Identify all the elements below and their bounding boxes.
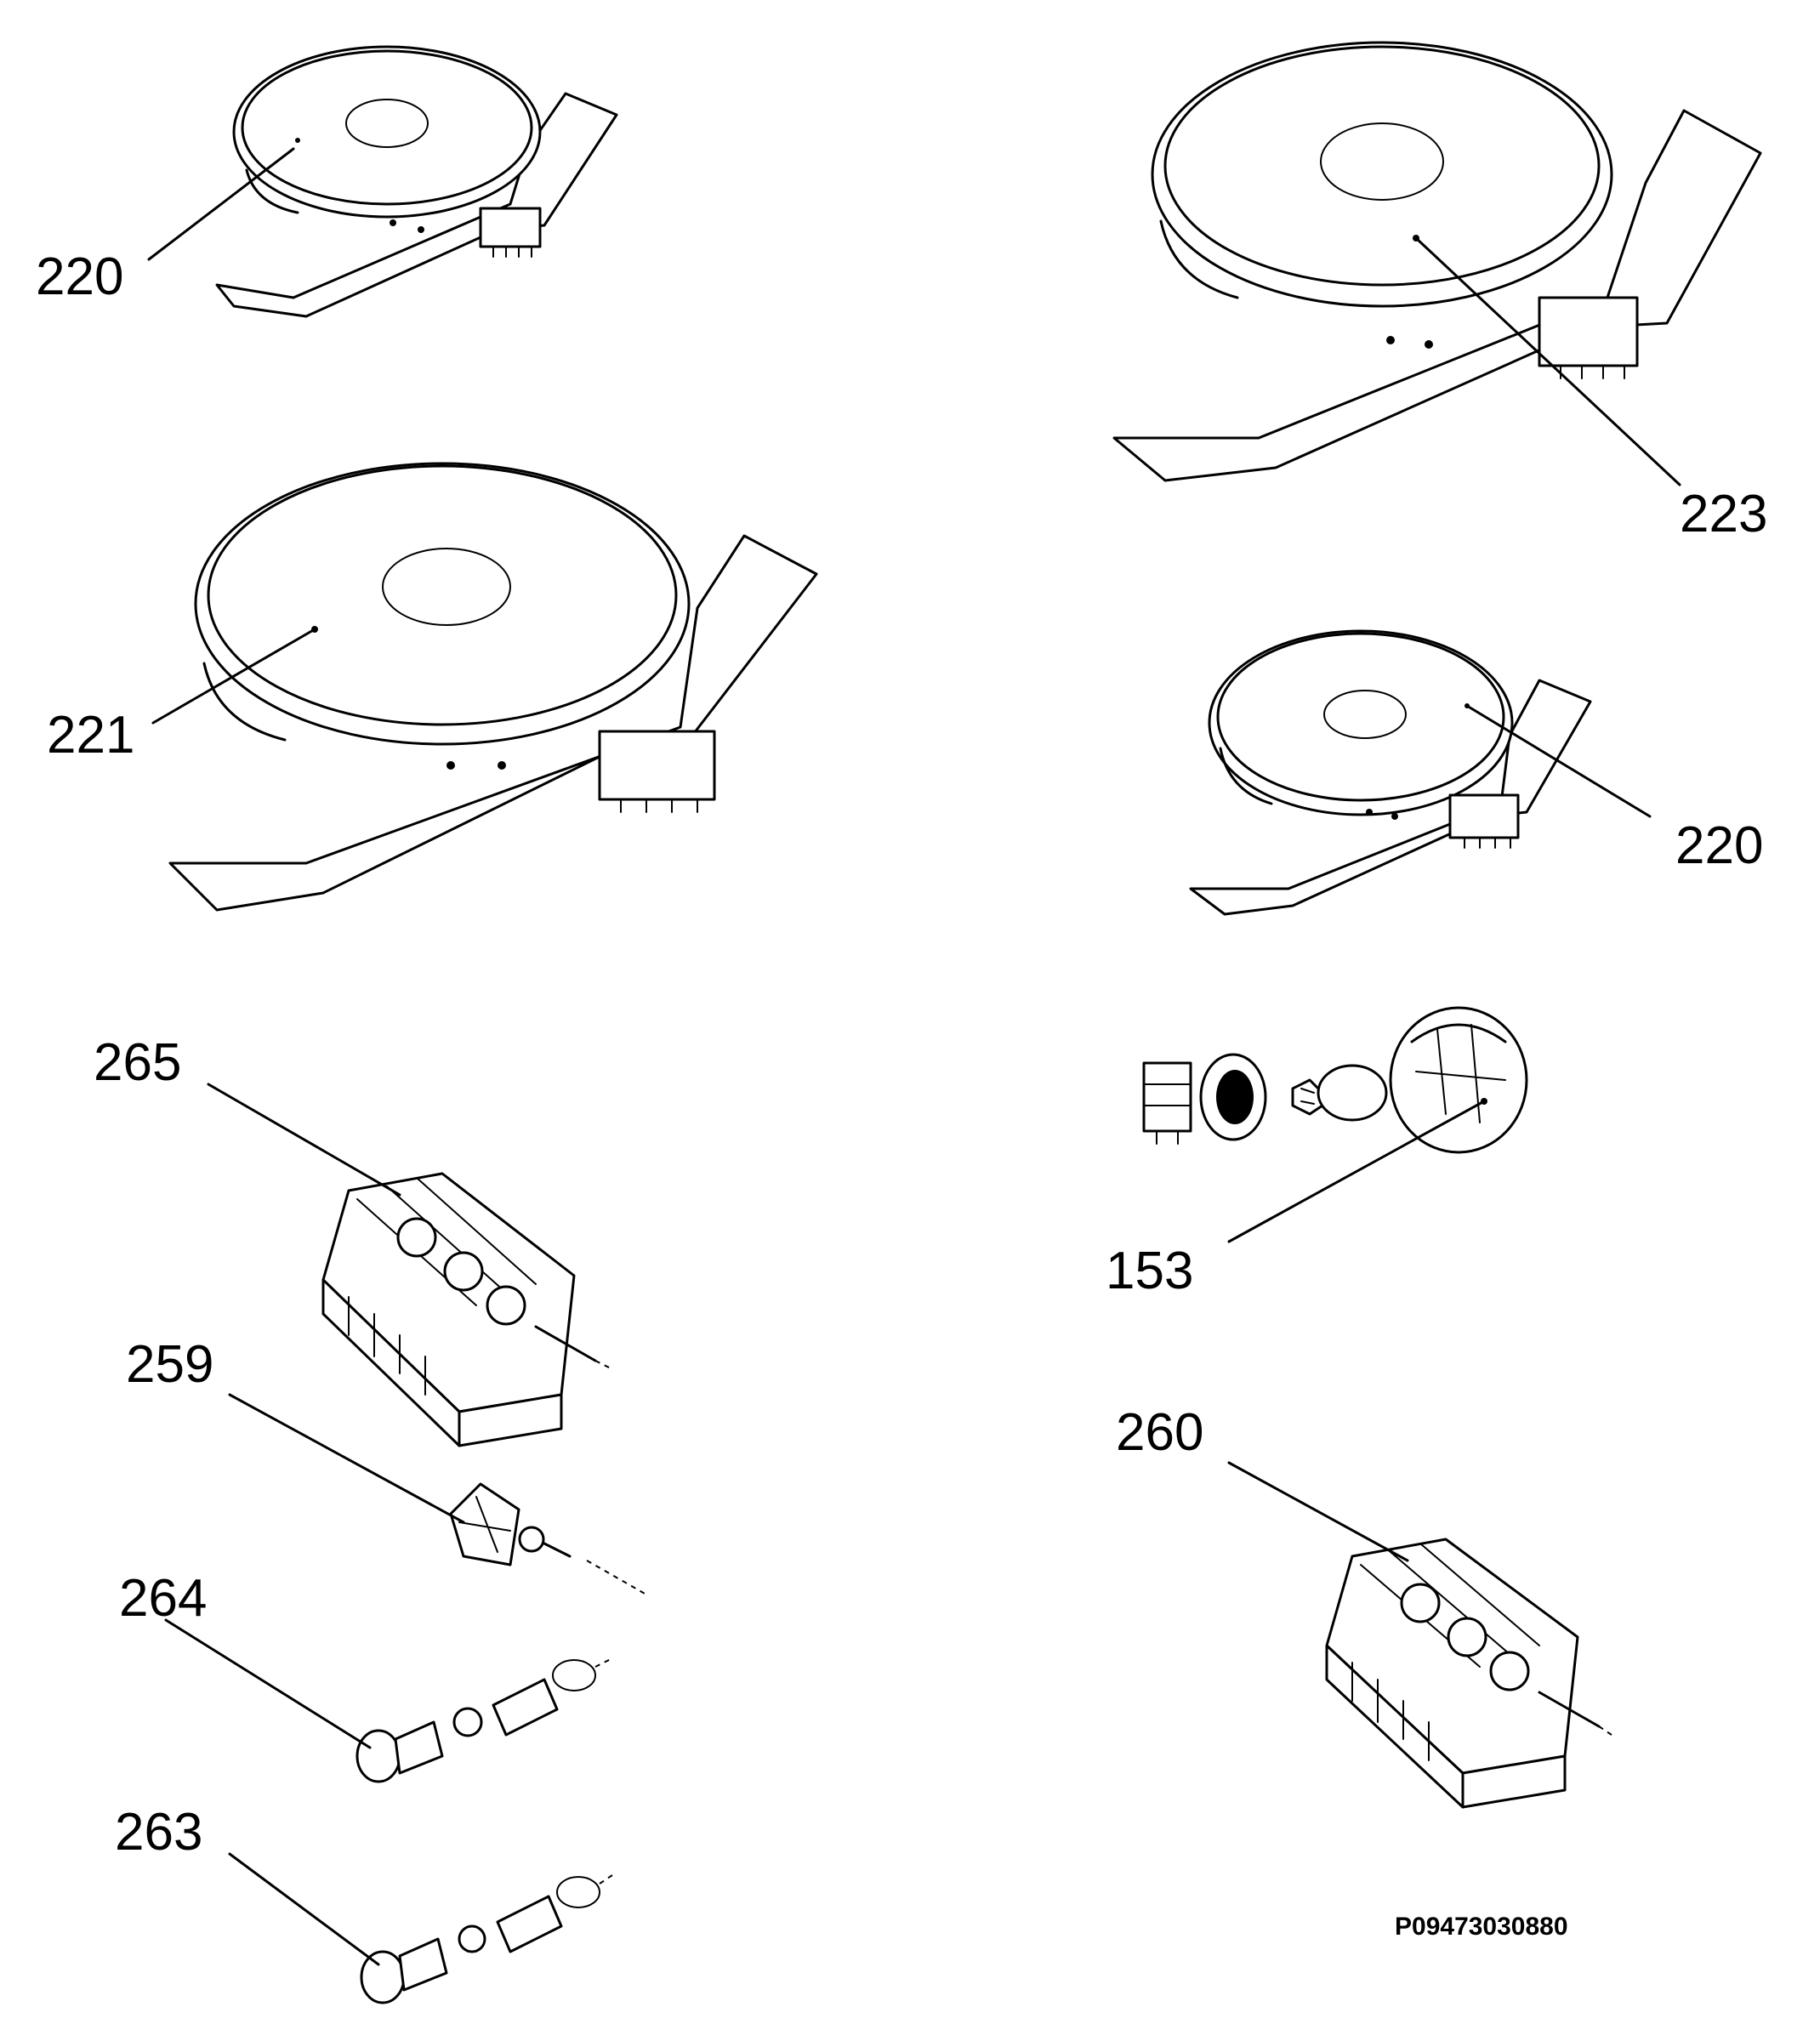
leader-260 (1227, 1461, 1409, 1562)
callout-265: 265 (94, 1033, 181, 1092)
callout-220-top: 220 (36, 247, 123, 306)
callout-264: 264 (119, 1569, 207, 1628)
leader-259 (228, 1393, 465, 1524)
hotplate-223-top-right (1112, 41, 1762, 482)
leader-223 (1414, 236, 1681, 486)
leader-263 (228, 1852, 380, 1966)
leader-153 (1227, 1100, 1486, 1243)
callout-263: 263 (115, 1803, 202, 1862)
thermostat-259 (449, 1482, 647, 1595)
callout-259: 259 (126, 1335, 213, 1394)
callout-153: 153 (1106, 1242, 1193, 1300)
oven-lamp-153 (1142, 1006, 1528, 1154)
callout-221: 221 (47, 706, 134, 765)
selector-switch-260 (1325, 1538, 1612, 1809)
leader-265 (207, 1083, 401, 1197)
hotplate-220-top-left (215, 45, 618, 318)
leader-220-top (147, 147, 295, 261)
selector-switch-265 (321, 1172, 613, 1447)
indicator-lamp-263 (360, 1874, 613, 2004)
leader-221 (151, 628, 316, 725)
drawing-code: P09473030880 (1395, 1913, 1568, 1941)
callout-220-right: 220 (1675, 816, 1763, 875)
indicator-lamp-264 (355, 1657, 613, 1783)
hotplate-221 (168, 462, 818, 912)
callout-223: 223 (1680, 485, 1767, 543)
leader-220-right (1465, 704, 1652, 818)
leader-264 (164, 1618, 372, 1749)
callout-260: 260 (1116, 1403, 1203, 1462)
hotplate-220-right (1189, 629, 1592, 916)
